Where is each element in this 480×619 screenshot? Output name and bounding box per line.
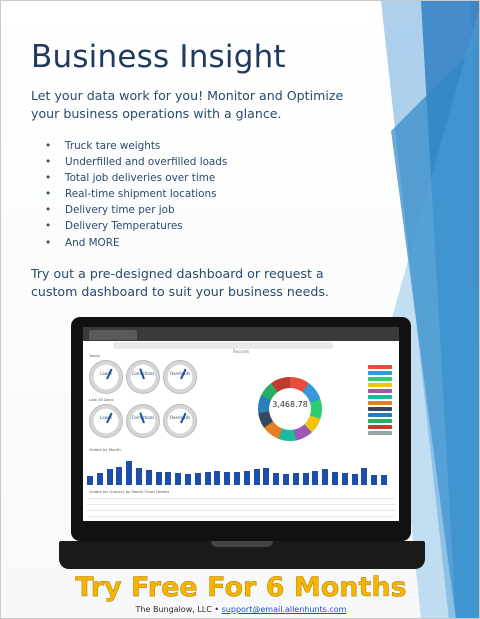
donut-chart <box>258 377 322 441</box>
page-title: Business Insight <box>31 39 286 75</box>
orders-bar <box>292 473 299 485</box>
orders-bar <box>312 471 319 485</box>
gauge-label: Corrections <box>131 371 155 376</box>
promo-headline: Try Free For 6 Months <box>75 572 407 604</box>
table-label: Orders for Grocery by Month Chart Detail… <box>89 489 170 494</box>
gauge-label: Corrections <box>131 415 155 420</box>
gauge-label: Overloads <box>169 371 191 376</box>
orders-bar <box>185 474 191 485</box>
orders-by-month-label: Orders by Month <box>89 447 121 452</box>
orders-bar <box>361 468 368 485</box>
orders-bar <box>341 473 348 485</box>
orders-bar <box>381 475 387 485</box>
gauge-corrections-today <box>126 360 160 394</box>
orders-bar <box>96 473 103 485</box>
orders-bar <box>126 461 133 485</box>
orders-bar <box>332 472 338 485</box>
orders-bar <box>302 473 309 485</box>
gauge-label: Overloads <box>169 415 191 420</box>
feature-item: Delivery time per job <box>45 202 227 218</box>
laptop-notch <box>211 541 273 547</box>
feature-list: Truck tare weights Underfilled and overf… <box>45 138 227 251</box>
orders-bar <box>145 470 152 485</box>
gauge-overloads-today <box>163 360 197 394</box>
feature-item: Delivery Temperatures <box>45 218 227 234</box>
browser-address-bar <box>113 342 333 349</box>
feature-item: Real-time shipment locations <box>45 186 227 202</box>
gauge-loads-30 <box>89 404 123 438</box>
orders-bar <box>283 474 289 485</box>
gauge-label: Loads <box>100 371 112 376</box>
orders-bar <box>253 469 260 485</box>
orders-bar <box>371 475 378 485</box>
browser-tab <box>89 330 137 340</box>
orders-bar <box>155 472 162 485</box>
orders-bar <box>87 476 93 485</box>
last-30-days-label: Last 30 Days <box>89 397 114 402</box>
orders-bar <box>234 472 240 485</box>
feature-item: Total job deliveries over time <box>45 170 227 186</box>
support-email-link[interactable]: support@email.allenhunts.com <box>221 605 347 614</box>
dashboard-title: Records <box>233 349 249 354</box>
orders-bar <box>224 472 231 485</box>
gauge-corrections-30 <box>126 404 160 438</box>
orders-bar <box>204 472 211 485</box>
orders-bar <box>263 468 270 485</box>
orders-bar <box>175 473 182 485</box>
orders-bar <box>351 474 358 485</box>
gauge-label: Loads <box>100 415 112 420</box>
orders-bar <box>243 471 250 485</box>
feature-item: And MORE <box>45 235 227 251</box>
gauge-loads-today <box>89 360 123 394</box>
footer: The Bungalow, LLC • support@email.allenh… <box>1 605 479 614</box>
orders-bar <box>165 472 172 485</box>
orders-bar <box>322 469 329 485</box>
feature-item: Truck tare weights <box>45 138 227 154</box>
donut-legend <box>368 365 392 437</box>
gauge-overloads-30 <box>163 404 197 438</box>
orders-bar <box>136 468 142 485</box>
orders-bar <box>106 469 113 485</box>
orders-bar <box>214 471 221 485</box>
page-subtitle: Let your data work for you! Monitor and … <box>31 88 344 121</box>
footer-separator: • <box>211 605 222 614</box>
donut-total-value: 3,468.78 <box>272 400 308 409</box>
orders-bar <box>194 473 201 485</box>
orders-bar-chart <box>87 456 397 485</box>
today-label: Today <box>89 353 100 358</box>
orders-bar <box>273 473 280 485</box>
feature-item: Underfilled and overfilled loads <box>45 154 227 170</box>
browser-bar <box>83 327 399 341</box>
orders-bar <box>116 467 123 485</box>
orders-table <box>87 492 395 518</box>
call-to-action-text: Try out a pre-designed dashboard or requ… <box>31 266 329 299</box>
company-name: The Bungalow, LLC <box>135 605 212 614</box>
